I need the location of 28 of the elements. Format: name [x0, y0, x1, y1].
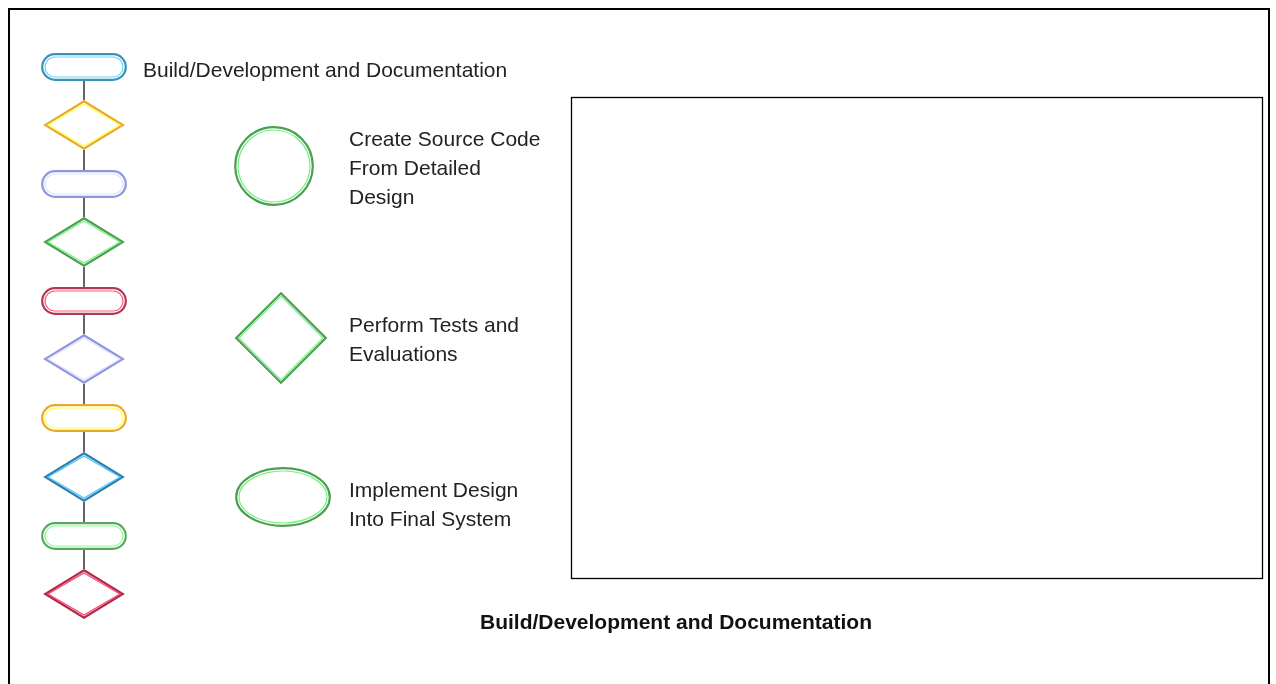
- empty-panel: [571, 97, 1263, 579]
- shape-description: Build/Development and Documentation: [143, 57, 509, 83]
- terminator-shape: [41, 53, 127, 81]
- terminator-shape: [41, 404, 127, 432]
- connector-line: [83, 197, 85, 218]
- connector-line: [83, 314, 85, 335]
- decision-diamond: [44, 100, 124, 150]
- ellipse-symbol: [235, 467, 331, 527]
- connector-line: [83, 80, 85, 101]
- decision-diamond: [44, 217, 124, 267]
- terminator-shape: [41, 170, 127, 198]
- shape-description: Perform Tests and Evaluations: [349, 312, 521, 367]
- decision-diamond: [235, 292, 327, 384]
- circle-symbol: [234, 126, 314, 206]
- caption: Build/Development and Documentation: [479, 610, 873, 634]
- connector-line: [83, 149, 85, 171]
- connector-line: [83, 383, 85, 405]
- connector-line: [83, 549, 85, 570]
- terminator-shape: [41, 522, 127, 550]
- shape-description: Create Source Code From Detailed Design: [349, 126, 542, 210]
- connector-line: [83, 266, 85, 288]
- decision-diamond: [44, 452, 124, 502]
- decision-diamond: [44, 334, 124, 384]
- connector-line: [83, 431, 85, 453]
- connector-line: [83, 501, 85, 523]
- terminator-shape: [41, 287, 127, 315]
- shape-description: Implement Design Into Final System: [349, 477, 520, 532]
- decision-diamond: [44, 569, 124, 619]
